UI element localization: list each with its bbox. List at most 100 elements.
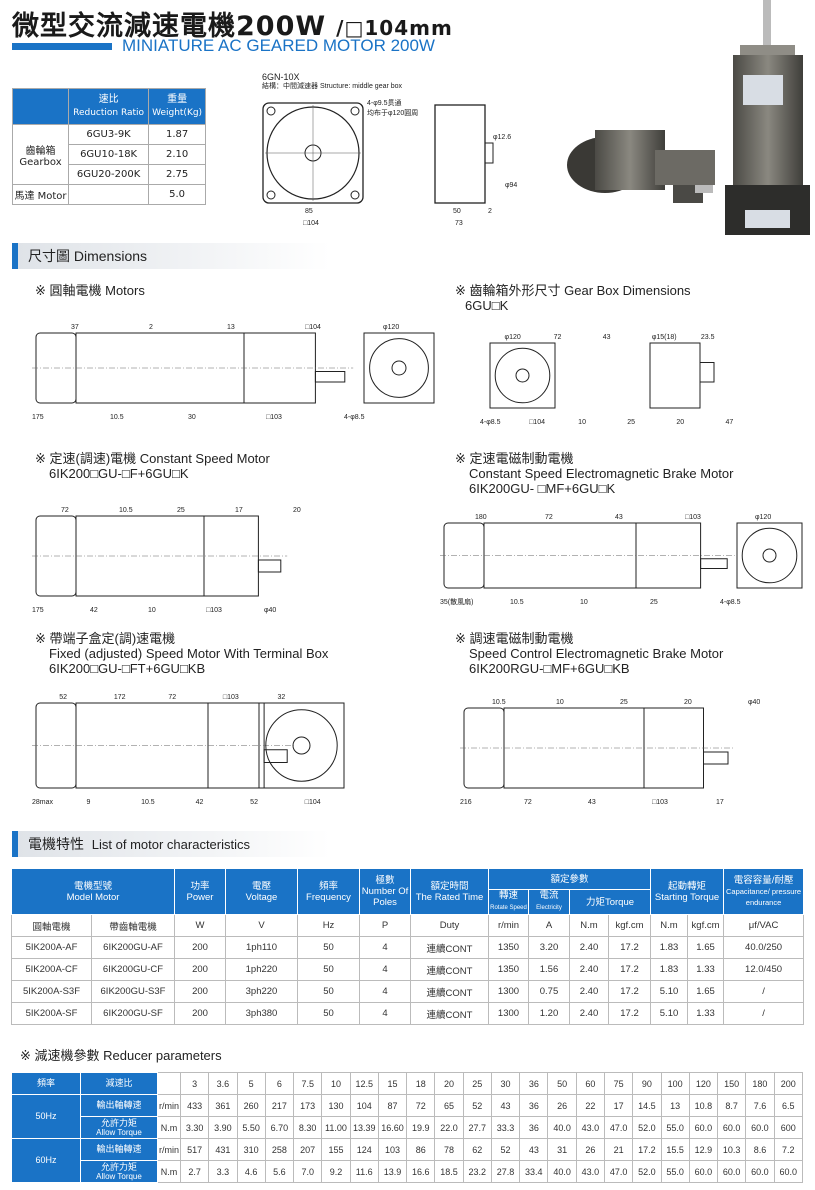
weight-cell: 5.0 (148, 184, 206, 205)
gearbox-side (649, 342, 701, 409)
table-cell: 50 (297, 980, 360, 1003)
dim-label: 4-φ8.5 (344, 414, 365, 421)
weight-cell: 2.10 (148, 144, 206, 165)
dim-label: 175 (32, 414, 44, 421)
table-cell: 6.70 (264, 1116, 295, 1139)
table-cell (157, 1072, 181, 1095)
dim-label: φ120 (505, 334, 521, 341)
table-cell: N.m (157, 1160, 181, 1183)
table-cell: 13.9 (377, 1160, 408, 1183)
table-cell: 433 (179, 1094, 210, 1117)
table-cell: 23.2 (462, 1160, 492, 1183)
table-cell: Duty (410, 914, 489, 937)
table-cell: 100 (660, 1072, 690, 1095)
dim-label: 10 (578, 419, 586, 426)
section-characteristics: 電機特性 List of motor characteristics (12, 831, 330, 857)
dim-label: 17 (235, 507, 243, 514)
table-cell: 90 (632, 1072, 662, 1095)
table-cell: 2.40 (569, 936, 609, 959)
table-cell: 27.7 (462, 1116, 492, 1139)
table-cell: 10.3 (717, 1138, 747, 1161)
table-cell: 4.6 (236, 1160, 266, 1183)
dim-label: 10 (148, 607, 156, 614)
table-cell: 0.75 (528, 980, 570, 1003)
table-cell: 1.83 (650, 936, 689, 959)
th: 額定時間 (430, 880, 469, 892)
table-cell: 5.10 (650, 1002, 689, 1025)
table-cell: 43.0 (575, 1160, 605, 1183)
th: 頻率 (318, 880, 338, 892)
table-cell: 40.0 (547, 1160, 577, 1183)
table-cell: / (723, 1002, 805, 1025)
dim-label: 4-φ8.5 (480, 419, 501, 426)
dim-label: 180 (475, 514, 487, 521)
dim-label: 42 (90, 607, 98, 614)
table-cell: 5IK200A-S3F (11, 980, 92, 1003)
table-cell: 4 (359, 980, 411, 1003)
dim-label: φ12.6 (493, 134, 511, 141)
motor-label: 馬達 Motor (12, 184, 69, 205)
table-cell: 26 (575, 1138, 605, 1161)
table-cell: 2.40 (569, 980, 609, 1003)
table-cell: 17.2 (607, 936, 652, 959)
ratio-header-en: Reduction Ratio (73, 108, 145, 118)
table-cell: 120 (688, 1072, 719, 1095)
dim-label: 10 (556, 699, 564, 706)
dim-label: 13 (227, 324, 235, 331)
th: The Rated Time (415, 891, 484, 903)
table-cell: 4 (359, 1002, 411, 1025)
table-cell: 20 (434, 1072, 464, 1095)
front-flange (258, 702, 345, 789)
table-cell: 155 (321, 1138, 351, 1161)
table-cell: 50 (297, 958, 360, 981)
dim-label: φ120 (383, 324, 399, 331)
table-cell: r/min (488, 914, 529, 937)
table-cell: 連續CONT (410, 1002, 489, 1025)
th: 極數 (375, 875, 395, 886)
table-cell: 5IK200A-CF (11, 958, 92, 981)
table-cell: 1300 (488, 1002, 529, 1025)
table-cell: 6 (264, 1072, 295, 1095)
dim-label: 32 (277, 694, 285, 701)
th: 電壓 (251, 880, 271, 892)
table-cell: 200 (174, 1002, 226, 1025)
table-cell: 431 (208, 1138, 238, 1161)
table-cell: 3.6 (208, 1072, 238, 1095)
title-text: 微型交流減速電機200W (12, 11, 327, 42)
table-cell: 200 (174, 936, 226, 959)
table-cell: 4 (359, 958, 411, 981)
dim-label: 172 (114, 694, 126, 701)
table-cell: 60.0 (745, 1160, 775, 1183)
dim-label: 10.5 (110, 414, 124, 421)
th: Power (186, 891, 214, 903)
th: Number Of Poles (361, 886, 409, 908)
dim-label: 20 (293, 507, 301, 514)
table-cell: 52.0 (632, 1116, 662, 1139)
dim-label: 72 (61, 507, 69, 514)
dim-label: 35(散風扇) (440, 597, 473, 606)
constant-caption: ※ 定速(調速)電機 Constant Speed Motor (35, 451, 270, 466)
th: Frequency (306, 891, 351, 903)
table-cell: 3.20 (528, 936, 570, 959)
dim-label: □103 (206, 607, 222, 614)
front-circle (265, 709, 338, 782)
table-cell: 15 (377, 1072, 408, 1095)
section-title: 尺寸圖 Dimensions (28, 248, 148, 264)
table-cell: 50 (297, 936, 360, 959)
th: 電機型號 (73, 880, 112, 892)
dim-label: 72 (524, 799, 532, 806)
gearbox-drawing-caption: 6GN-10X 結構：中間減速器 Structure: middle gear … (262, 72, 402, 92)
th: 轉速 (498, 890, 518, 901)
table-cell: 40.0 (547, 1116, 577, 1139)
ratio-header: 速比 (98, 94, 119, 105)
th: 額定參數 (487, 868, 652, 890)
